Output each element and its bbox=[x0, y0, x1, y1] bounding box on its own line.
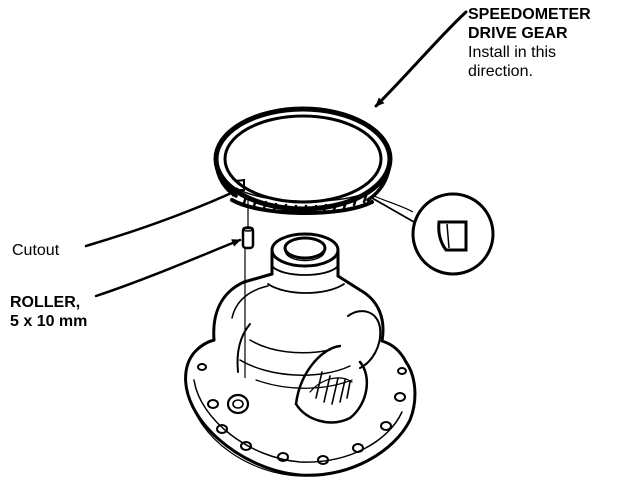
roller-label-line2: 5 x 10 mm bbox=[10, 313, 88, 330]
roller-label-line1: ROLLER, bbox=[10, 294, 81, 311]
speedometer-gear-label-line2: DRIVE GEAR bbox=[468, 25, 568, 42]
cutout-label: Cutout bbox=[12, 241, 59, 260]
speedometer-gear-label-line4: direction. bbox=[468, 63, 533, 80]
speedometer-gear-arrow bbox=[374, 10, 468, 108]
cutout-label-text: Cutout bbox=[12, 242, 60, 259]
cutout-detail-inset bbox=[371, 192, 495, 276]
carrier-tube bbox=[267, 232, 345, 294]
cutout-arrow bbox=[84, 188, 240, 248]
speedometer-gear-label-line3: Install in this bbox=[468, 44, 557, 61]
differential-carrier bbox=[184, 232, 417, 477]
roller-pin bbox=[241, 196, 255, 378]
carrier-case bbox=[212, 272, 385, 424]
leader-lines bbox=[84, 10, 468, 298]
carrier-flange bbox=[184, 338, 417, 477]
speedometer-gear-label-line1: SPEEDOMETER bbox=[468, 6, 591, 23]
speedometer-gear-label: SPEEDOMETER DRIVE GEAR Install in this d… bbox=[468, 5, 591, 81]
flange-bolt-holes bbox=[197, 363, 407, 465]
roller-label: ROLLER, 5 x 10 mm bbox=[10, 293, 87, 331]
roller-arrow bbox=[94, 238, 242, 298]
speedometer-drive-gear bbox=[213, 106, 393, 216]
